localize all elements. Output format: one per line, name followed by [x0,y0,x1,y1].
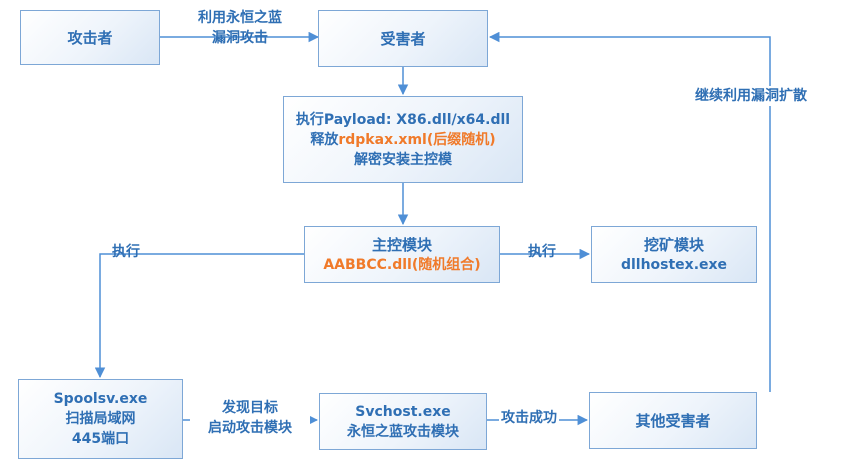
edge-label-attack-line2: 漏洞攻击 [212,30,268,46]
node-svchost: Svchost.exe 永恒之蓝攻击模块 [319,393,487,450]
payload-line1: 执行Payload: X86.dll/x64.dll [295,111,511,128]
node-payload: 执行Payload: X86.dll/x64.dll 释放rdpkax.xml(… [283,96,523,183]
payload-line2: 释放rdpkax.xml(后缀随机) [310,130,495,150]
node-attacker: 攻击者 [20,10,160,65]
node-victim: 受害者 [318,10,488,67]
payload-line2-prefix: 释放 [310,131,339,148]
mining-module-title: 挖矿模块 [643,235,704,254]
node-attacker-label: 攻击者 [67,28,113,47]
node-mining-module: 挖矿模块 dllhostex.exe [591,226,757,283]
edge-label-discover: 发现目标 启动攻击模块 [190,398,310,438]
main-module-title: 主控模块 [371,235,432,254]
edge-label-exec-right: 执行 [528,244,556,260]
main-module-name: AABBCC.dll(随机组合) [323,256,481,273]
spoolsv-line1: Spoolsv.exe [53,391,148,407]
payload-line2-highlight: rdpkax.xml(后缀随机) [338,131,496,148]
mining-module-name: dllhostex.exe [620,256,728,273]
node-victim-label: 受害者 [380,29,426,48]
edge-label-exec-left: 执行 [112,244,140,260]
edge-others-to-victim [488,31,771,392]
edge-main-to-spoolsv [94,253,304,379]
edge-label-attack-success: 攻击成功 [499,408,559,428]
edge-label-spread: 继续利用漏洞扩散 [693,86,809,106]
svchost-line2: 永恒之蓝攻击模块 [347,423,459,440]
edge-label-attack: 利用永恒之蓝 漏洞攻击 [165,8,315,48]
edge-label-discover-line2: 启动攻击模块 [208,420,292,436]
payload-line3: 解密安装主控模 [354,151,452,168]
node-other-victims: 其他受害者 [589,392,757,449]
svchost-line1: Svchost.exe [355,403,451,420]
spoolsv-line2: 扫描局域网 [65,411,136,427]
node-spoolsv: Spoolsv.exe 扫描局域网 445端口 [18,379,183,459]
other-victims-label: 其他受害者 [635,411,711,430]
edge-label-attack-line1: 利用永恒之蓝 [198,10,282,26]
edge-label-discover-line1: 发现目标 [222,400,278,416]
spoolsv-line3: 445端口 [71,431,130,447]
node-main-module: 主控模块 AABBCC.dll(随机组合) [304,226,500,283]
